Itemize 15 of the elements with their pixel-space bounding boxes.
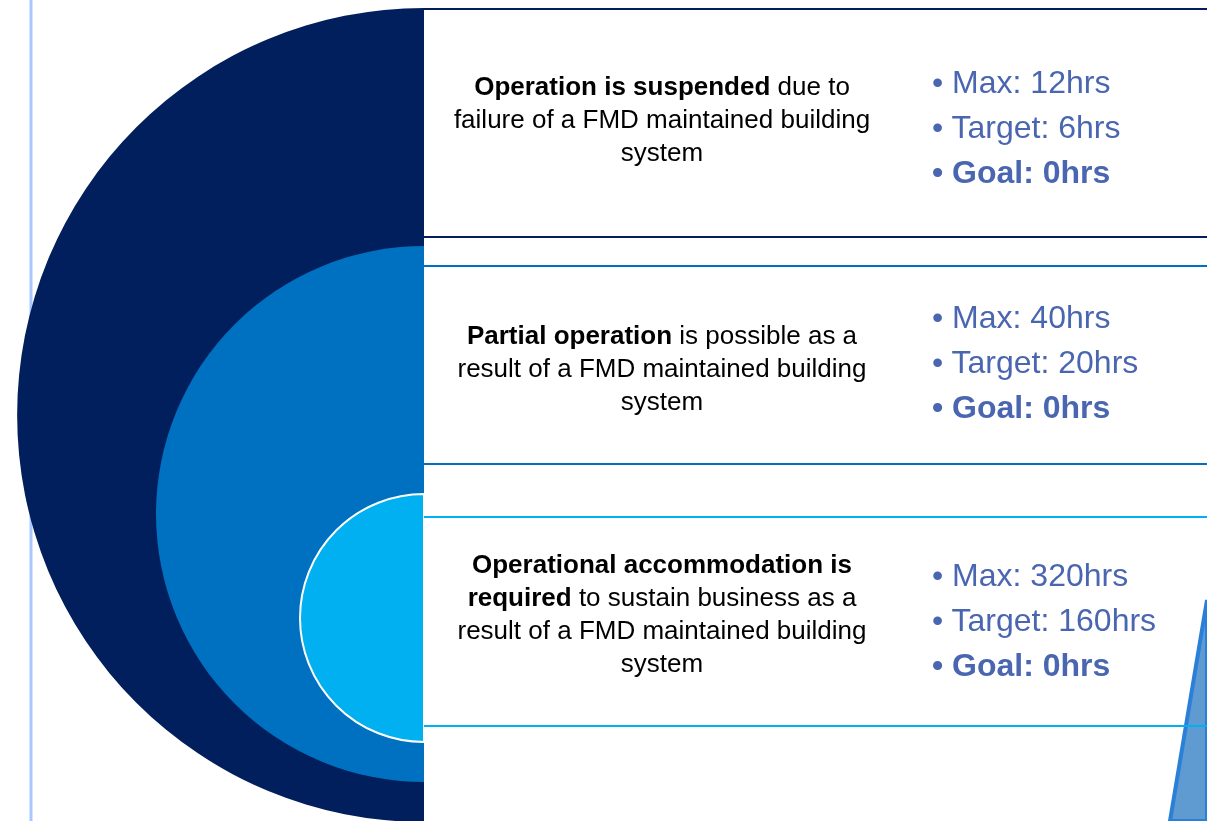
tier-band [424,516,1207,727]
metric-text: • Max: 320hrs [932,556,1130,595]
metric-text: • Goal: 0hrs [932,646,1112,685]
description-text: Operation is suspended due to failure of a FMD maintained building system [452,70,872,169]
metric-text: • Max: 40hrs [932,298,1112,337]
description-text: Partial operation is possible as a result of a FMD maintained building system [456,319,868,418]
metric-text: • Max: 12hrs [932,63,1112,102]
metric-text: • Target: 20hrs [932,343,1139,382]
metric-text: • Goal: 0hrs [932,153,1112,192]
tier-band [424,8,1207,238]
metric-text: • Goal: 0hrs [932,388,1112,427]
description-text: Operational accommodation is required to sustain business as a result of a FMD maintained building system [456,548,868,680]
metric-text: • Target: 6hrs [932,108,1121,147]
metric-text: • Target: 160hrs [932,601,1157,640]
tier-band [424,265,1207,465]
